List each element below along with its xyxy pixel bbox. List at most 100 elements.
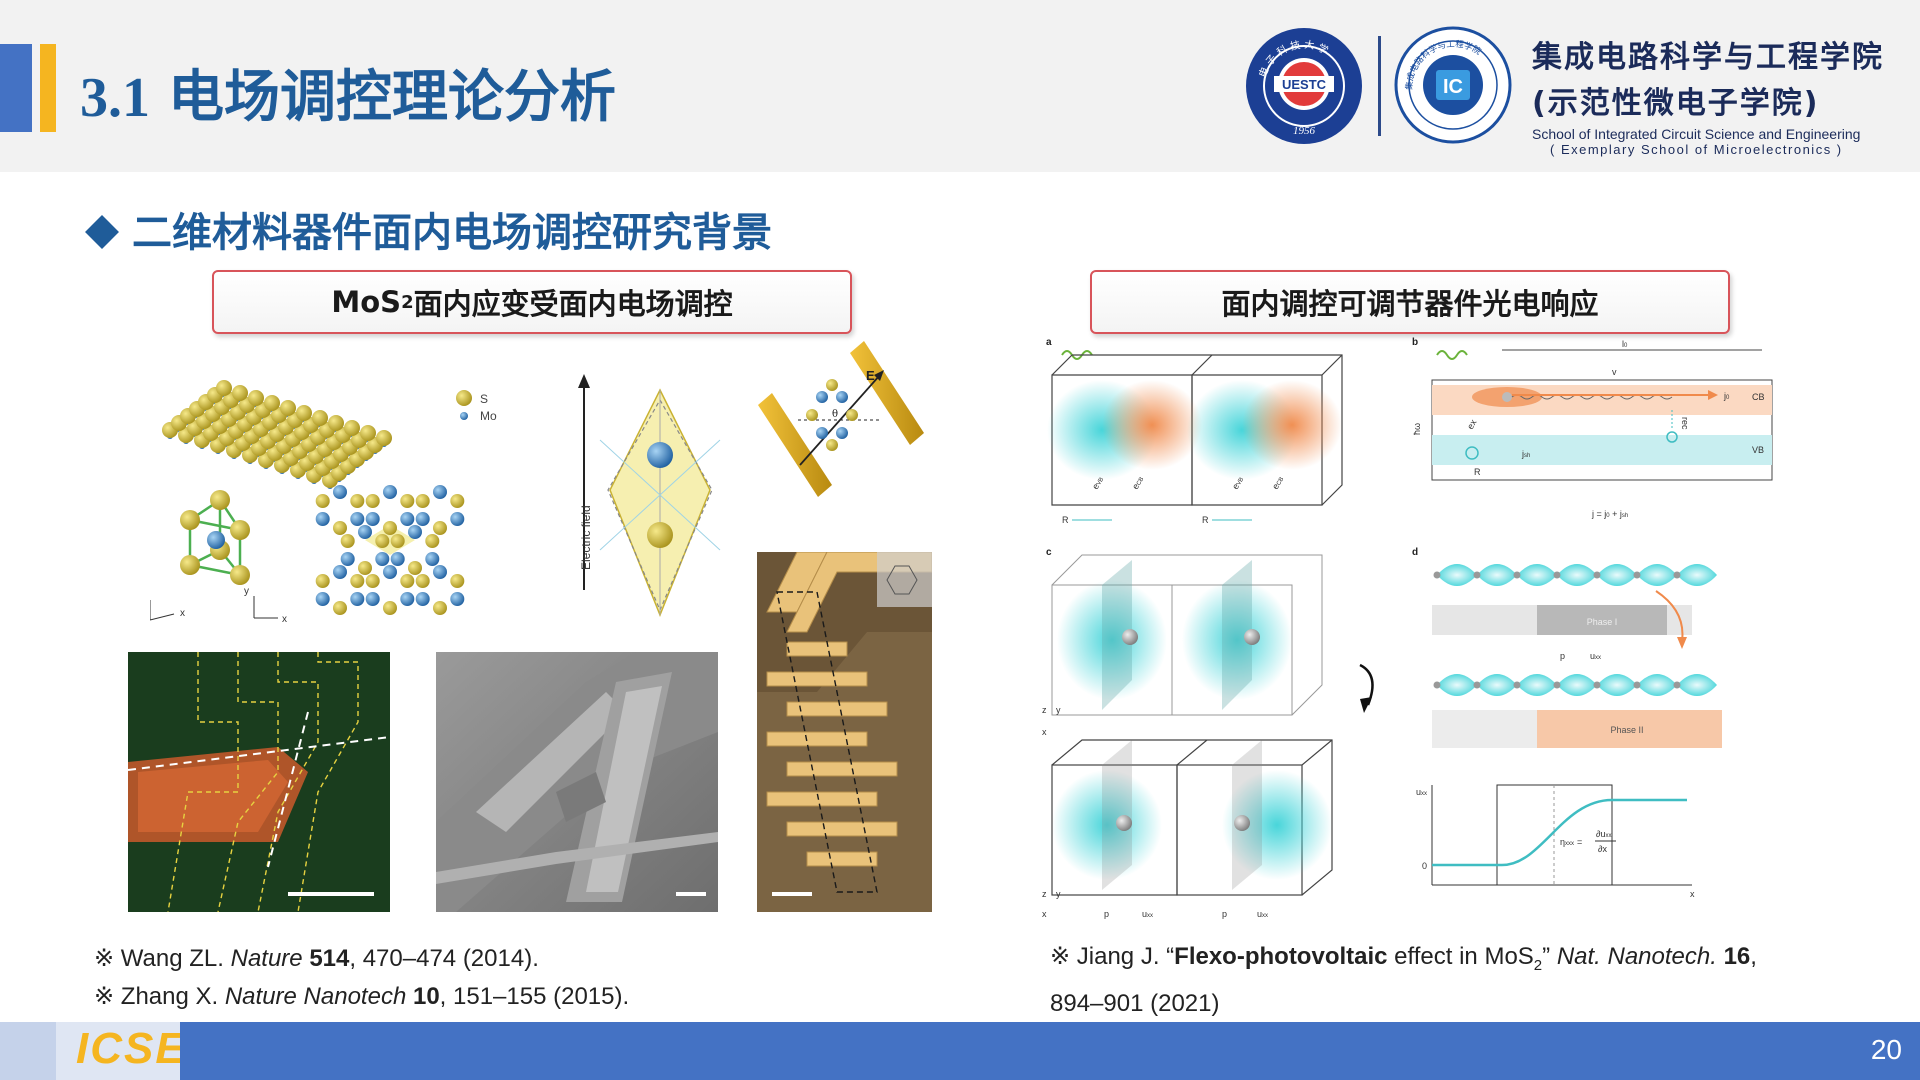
svg-text:z: z [1042, 889, 1047, 899]
atom-dot [1633, 571, 1641, 579]
left-subtitle-suffix: 面内应变受面内电场调控 [413, 287, 733, 321]
school-name-cn-sub: (示范性微电子学院) [1532, 86, 1820, 121]
left-subtitle-prefix: MoS [331, 285, 402, 319]
section-heading-text: 二维材料器件面内电场调控研究背景 [132, 210, 772, 256]
s-atom [425, 534, 440, 548]
phase-switch-arrow-icon [1655, 590, 1684, 642]
scale-bar [288, 892, 374, 896]
mo-atom [390, 552, 405, 566]
mo-atom [333, 565, 347, 579]
svg-text:x: x [1042, 727, 1047, 737]
mo-atom [340, 552, 355, 566]
mo-atom [425, 552, 440, 566]
hexagonal-top-view [315, 485, 465, 615]
phase-ii-label: Phase II [1610, 725, 1643, 735]
mo-atom [365, 512, 380, 526]
s-atom [232, 385, 248, 401]
svg-text:rec: rec [1680, 417, 1690, 430]
school-name-en-sub: ( Exemplary School of Microelectronics ) [1550, 142, 1843, 157]
svg-text:x: x [1690, 889, 1695, 899]
mo-atom [375, 552, 390, 566]
atom-dot [1473, 681, 1481, 689]
legend-mo-atom [460, 412, 468, 420]
panel-a-figure: a eVB eCB eVB eCB R R [1046, 337, 1343, 525]
svg-text:∂uxx: ∂uxx [1596, 829, 1611, 839]
axis-yx-small: yx [244, 586, 287, 625]
logo-divider [1378, 36, 1381, 136]
footer-bar [180, 1022, 1920, 1080]
panel-c-label: c [1046, 547, 1052, 558]
s-atom [344, 420, 360, 436]
svg-text:eVB: eVB [1230, 475, 1245, 491]
lens-cell [1477, 564, 1517, 586]
mo-atom [408, 525, 422, 539]
mo-atom [647, 442, 673, 468]
atom-dot [1473, 571, 1481, 579]
school-name-en: School of Integrated Circuit Science and… [1532, 126, 1861, 142]
header-accent-blue-bar [0, 44, 32, 132]
mo-atom [415, 512, 430, 526]
trigonal-prism-cell [180, 490, 250, 585]
lens-cell [1637, 674, 1677, 696]
reference-item: ※ Wang ZL. Nature 514, 470–474 (2014). [94, 945, 539, 972]
s-atom [390, 534, 405, 548]
s-atom [408, 561, 422, 575]
svg-text:j = j0 + jsh: j = j0 + jsh [1591, 509, 1628, 519]
field-e-label: E [866, 368, 875, 383]
svg-text:ηxxx=: ηxxx= [1560, 837, 1582, 847]
theta-label: θ [832, 409, 838, 420]
svg-text:v: v [1612, 367, 1617, 377]
s-atom [360, 425, 376, 441]
atom-dot [1513, 681, 1521, 689]
phase-ii-lens-row [1433, 674, 1717, 696]
light-wave-icon [1061, 350, 1093, 360]
s-atom [450, 494, 465, 508]
lens-cell [1597, 674, 1637, 696]
mo-atom [433, 565, 447, 579]
scale-bar [676, 892, 706, 896]
panel-a-label: a [1046, 337, 1052, 348]
s-atom [647, 522, 673, 548]
electrode-right [850, 341, 924, 445]
hex-ring-small [806, 379, 858, 451]
mo-atom [350, 592, 365, 606]
svg-text:R: R [1474, 467, 1481, 477]
mo-atom [333, 485, 347, 499]
svg-text:y: y [1056, 705, 1061, 715]
section-heading: 二维材料器件面内电场调控研究背景 [84, 200, 772, 258]
axis-zx-small: zx [150, 600, 185, 621]
svg-text:p: p [1560, 651, 1565, 661]
reference-item: ※ Zhang X. Nature Nanotech 10, 151–155 (… [94, 983, 630, 1010]
svg-text:z: z [1042, 705, 1047, 715]
mo-atom [450, 592, 465, 606]
svg-text:x: x [282, 614, 287, 625]
uestc-logo: UESTC 电 子 科 技 大 学 1956 [1246, 28, 1362, 144]
uestc-logo-year: 1956 [1293, 125, 1316, 137]
phase-i-lens-row [1433, 564, 1717, 586]
mo-atom [383, 565, 397, 579]
mo-atom [450, 512, 465, 526]
lens-cell [1637, 564, 1677, 586]
svg-text:l0: l0 [1622, 339, 1628, 349]
atom-dot [1553, 571, 1561, 579]
page-number: 20 [1870, 1034, 1902, 1065]
s-atom [365, 574, 380, 588]
footer-left-stripe [0, 1022, 56, 1080]
s-atom [433, 521, 447, 535]
lens-cell [1477, 674, 1517, 696]
s-atom [328, 415, 344, 431]
field-arrow-icon [578, 374, 590, 388]
atom-dot [1593, 571, 1601, 579]
svg-text:uxx: uxx [1257, 909, 1268, 919]
svg-text:ex: ex [1465, 417, 1479, 431]
mo-atom [400, 592, 415, 606]
svg-text:p: p [1222, 909, 1227, 919]
mos2-sheet-atoms [162, 380, 392, 489]
s-atom [415, 574, 430, 588]
svg-text:eCB: eCB [1270, 474, 1285, 491]
svg-text:R: R [1202, 515, 1209, 525]
s-atom [315, 574, 330, 588]
